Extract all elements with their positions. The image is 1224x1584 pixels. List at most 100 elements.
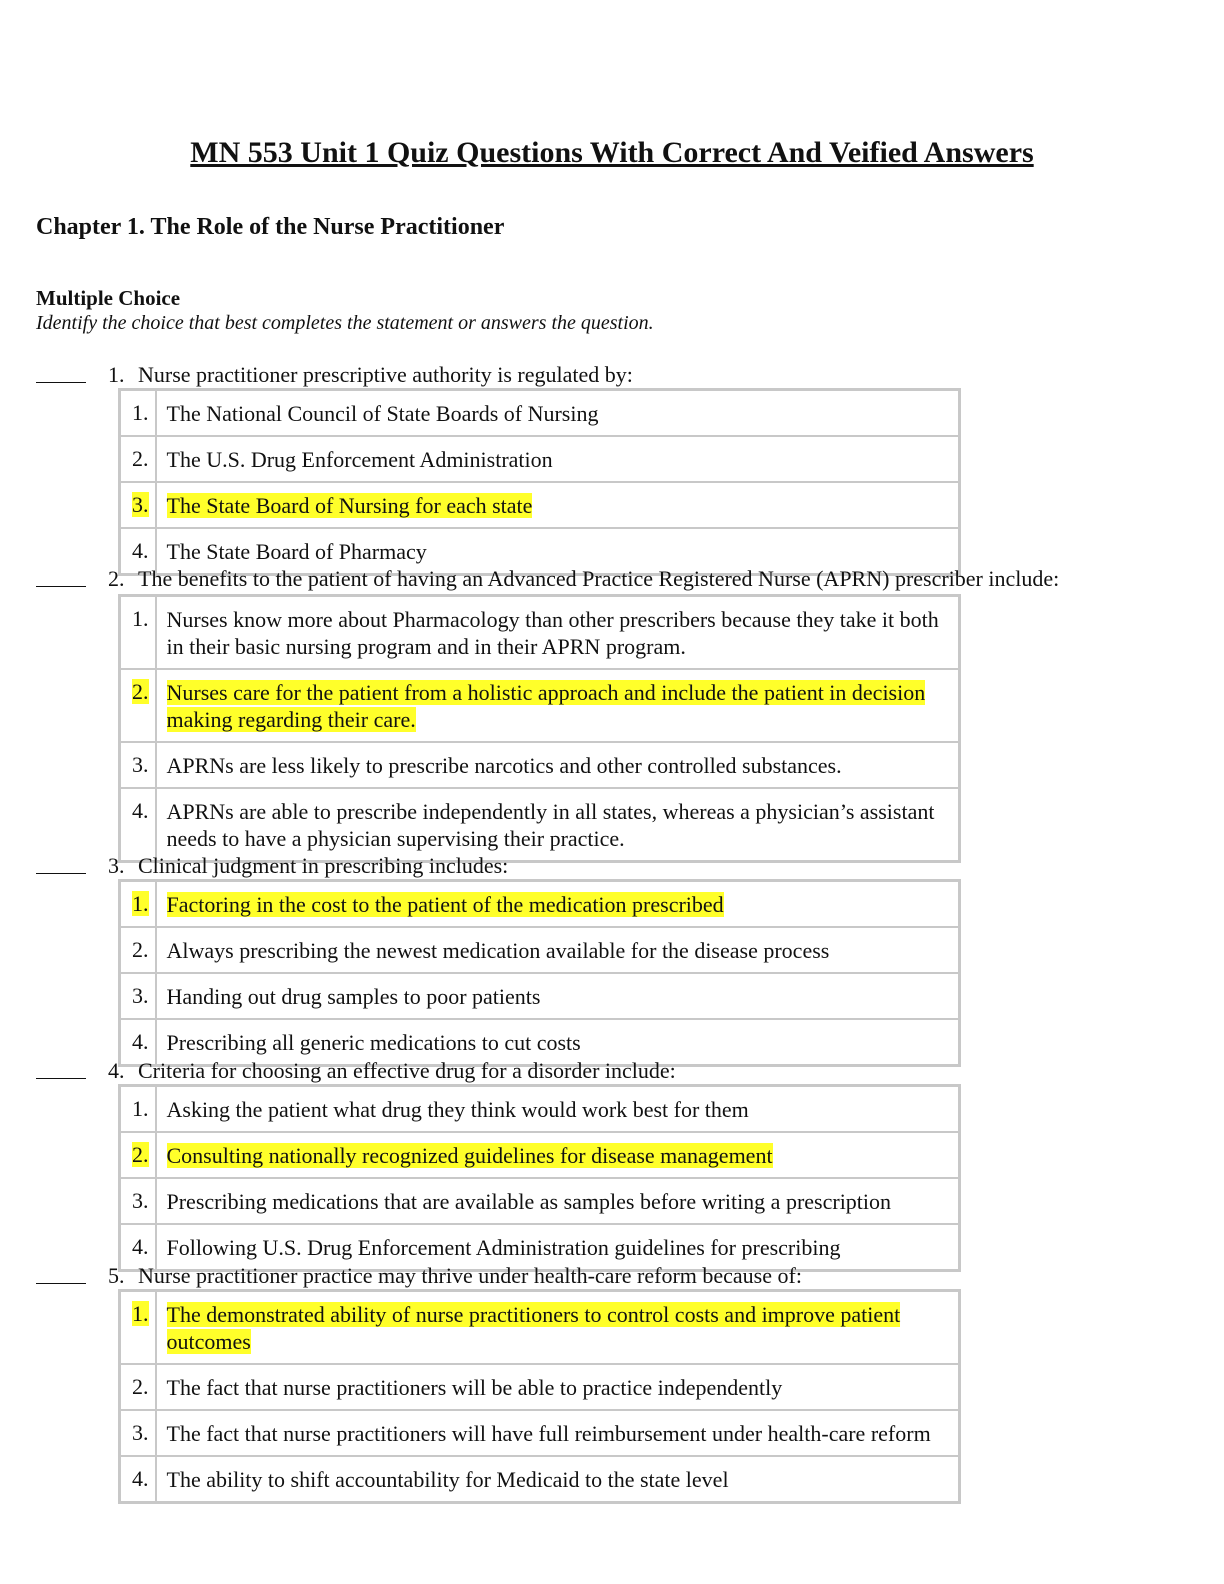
options-table: 1. Asking the patient what drug they thi… <box>118 1084 961 1272</box>
question-number: 1. <box>108 362 125 387</box>
answer-blank[interactable] <box>36 1267 86 1284</box>
option-text: Prescribing all generic medications to c… <box>154 1018 961 1067</box>
option-row[interactable]: 4. The State Board of Pharmacy <box>118 527 961 576</box>
option-row[interactable]: 1. Asking the patient what drug they thi… <box>118 1084 961 1133</box>
options-table: 1. Factoring in the cost to the patient … <box>118 879 961 1067</box>
option-number: 1. <box>118 388 157 437</box>
option-row-correct[interactable]: 3. The State Board of Nursing for each s… <box>118 481 961 529</box>
option-number: 4. <box>118 1455 157 1504</box>
option-text: The fact that nurse practitioners will h… <box>154 1409 961 1457</box>
option-label: Asking the patient what drug they think … <box>166 1097 749 1122</box>
option-row[interactable]: 4. Following U.S. Drug Enforcement Admin… <box>118 1223 961 1272</box>
option-text: Factoring in the cost to the patient of … <box>154 879 961 928</box>
option-text: APRNs are able to prescribe independentl… <box>154 787 961 863</box>
option-label: The National Council of State Boards of … <box>166 401 599 426</box>
option-label: The fact that nurse practitioners will b… <box>166 1375 783 1400</box>
option-number: 1. <box>118 1289 157 1365</box>
question-stem: 2. The benefits to the patient of having … <box>108 566 1059 592</box>
option-row[interactable]: 2. Always prescribing the newest medicat… <box>118 926 961 974</box>
option-label: Nurses know more about Pharmacology than… <box>166 607 939 659</box>
option-row[interactable]: 3. APRNs are less likely to prescribe na… <box>118 741 961 789</box>
option-number: 3. <box>118 481 157 529</box>
option-label: The fact that nurse practitioners will h… <box>166 1421 931 1446</box>
option-row-correct[interactable]: 1. Factoring in the cost to the patient … <box>118 879 961 928</box>
question-stem: 5. Nurse practitioner practice may thrive… <box>108 1263 802 1289</box>
option-label: The U.S. Drug Enforcement Administration <box>166 447 553 472</box>
question-text: Nurse practitioner practice may thrive u… <box>138 1263 802 1288</box>
options-table: 1. Nurses know more about Pharmacology t… <box>118 594 961 863</box>
instructions-text: Identify the choice that best completes … <box>36 312 654 334</box>
option-number: 1. <box>118 1084 157 1133</box>
option-number: 3. <box>118 1409 157 1457</box>
option-text: Handing out drug samples to poor patient… <box>154 972 961 1020</box>
option-number: 1. <box>118 879 157 928</box>
option-text: The State Board of Nursing for each stat… <box>154 481 961 529</box>
question-text: Nurse practitioner prescriptive authorit… <box>138 362 633 387</box>
option-label: Handing out drug samples to poor patient… <box>166 984 541 1009</box>
correct-highlight: 2. <box>132 679 149 704</box>
option-number: 3. <box>118 972 157 1020</box>
question-stem: 1. Nurse practitioner prescriptive author… <box>108 362 633 388</box>
option-number: 2. <box>118 1131 157 1179</box>
option-row[interactable]: 3. Prescribing medications that are avai… <box>118 1177 961 1225</box>
option-row[interactable]: 2. The U.S. Drug Enforcement Administrat… <box>118 435 961 483</box>
option-text: Following U.S. Drug Enforcement Administ… <box>154 1223 961 1272</box>
option-row-correct[interactable]: 2. Nurses care for the patient from a ho… <box>118 668 961 743</box>
option-row[interactable]: 4. APRNs are able to prescribe independe… <box>118 787 961 863</box>
option-row[interactable]: 1. The National Council of State Boards … <box>118 388 961 437</box>
option-text: Nurses know more about Pharmacology than… <box>154 594 961 670</box>
correct-highlight: 3. <box>132 492 149 517</box>
option-text: Consulting nationally recognized guideli… <box>154 1131 961 1179</box>
chapter-heading: Chapter 1. The Role of the Nurse Practit… <box>36 214 505 240</box>
question-number: 4. <box>108 1058 125 1083</box>
document-title: MN 553 Unit 1 Quiz Questions With Correc… <box>190 136 1034 169</box>
option-number: 4. <box>118 787 157 863</box>
option-row[interactable]: 2. The fact that nurse practitioners wil… <box>118 1363 961 1411</box>
option-row[interactable]: 3. The fact that nurse practitioners wil… <box>118 1409 961 1457</box>
question-number: 2. <box>108 566 125 591</box>
answer-blank[interactable] <box>36 366 86 383</box>
option-text: APRNs are less likely to prescribe narco… <box>154 741 961 789</box>
correct-answer-text: Nurses care for the patient from a holis… <box>166 680 926 732</box>
option-row-correct[interactable]: 1. The demonstrated ability of nurse pra… <box>118 1289 961 1365</box>
option-row[interactable]: 1. Nurses know more about Pharmacology t… <box>118 594 961 670</box>
option-text: The demonstrated ability of nurse practi… <box>154 1289 961 1365</box>
option-text: The State Board of Pharmacy <box>154 527 961 576</box>
option-text: The fact that nurse practitioners will b… <box>154 1363 961 1411</box>
option-row[interactable]: 4. Prescribing all generic medications t… <box>118 1018 961 1067</box>
option-label: Always prescribing the newest medication… <box>166 938 830 963</box>
section-heading: Multiple Choice <box>36 286 181 310</box>
option-label: The ability to shift accountability for … <box>166 1467 729 1492</box>
option-row-correct[interactable]: 2. Consulting nationally recognized guid… <box>118 1131 961 1179</box>
correct-answer-text: The demonstrated ability of nurse practi… <box>166 1302 901 1354</box>
option-row[interactable]: 4. The ability to shift accountability f… <box>118 1455 961 1504</box>
question-number: 5. <box>108 1263 125 1288</box>
answer-blank[interactable] <box>36 1062 86 1079</box>
option-text: Always prescribing the newest medication… <box>154 926 961 974</box>
option-number: 4. <box>118 527 157 576</box>
option-text: The National Council of State Boards of … <box>154 388 961 437</box>
option-label: The State Board of Pharmacy <box>166 539 427 564</box>
question-text: Criteria for choosing an effective drug … <box>138 1058 676 1083</box>
answer-blank[interactable] <box>36 570 86 587</box>
option-number: 3. <box>118 1177 157 1225</box>
option-number: 1. <box>118 594 157 670</box>
option-number: 4. <box>118 1223 157 1272</box>
option-label: APRNs are able to prescribe independentl… <box>166 799 935 851</box>
question-text: The benefits to the patient of having an… <box>138 566 1060 591</box>
option-label: APRNs are less likely to prescribe narco… <box>166 753 842 778</box>
option-label: Prescribing medications that are availab… <box>166 1189 892 1214</box>
option-text: The ability to shift accountability for … <box>154 1455 961 1504</box>
correct-answer-text: Consulting nationally recognized guideli… <box>166 1143 773 1168</box>
option-number: 2. <box>118 435 157 483</box>
answer-blank[interactable] <box>36 857 86 874</box>
correct-highlight: 1. <box>132 891 149 916</box>
option-row[interactable]: 3. Handing out drug samples to poor pati… <box>118 972 961 1020</box>
options-table: 1. The demonstrated ability of nurse pra… <box>118 1289 961 1504</box>
option-text: The U.S. Drug Enforcement Administration <box>154 435 961 483</box>
option-number: 2. <box>118 668 157 743</box>
question-number: 3. <box>108 853 125 878</box>
option-number: 2. <box>118 1363 157 1411</box>
option-text: Prescribing medications that are availab… <box>154 1177 961 1225</box>
